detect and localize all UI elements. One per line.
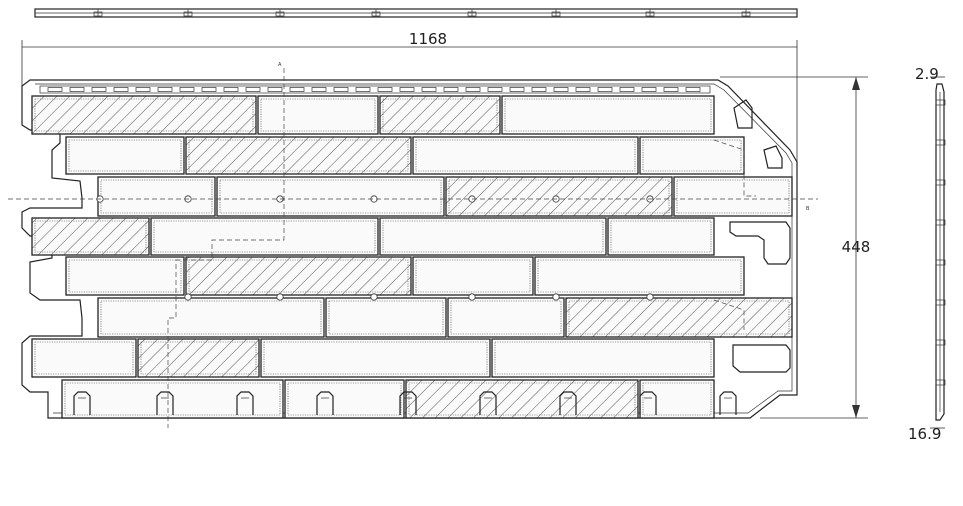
height-dimension: 448 xyxy=(720,76,871,419)
brick xyxy=(31,217,150,256)
brick xyxy=(137,338,260,378)
bottom-clip xyxy=(316,391,334,415)
panel-outline xyxy=(21,79,798,419)
brick xyxy=(565,297,793,338)
brick xyxy=(639,136,745,175)
bottom-clip xyxy=(73,391,91,415)
nail-slot xyxy=(333,87,349,92)
nail-slot xyxy=(311,87,327,92)
bottom-clip xyxy=(719,391,737,415)
brick xyxy=(65,256,185,296)
nail-slot xyxy=(267,87,283,92)
brick xyxy=(534,256,745,296)
brick xyxy=(639,379,715,419)
brick xyxy=(150,217,379,256)
brick xyxy=(673,176,793,217)
brick xyxy=(447,297,565,338)
top-view xyxy=(34,8,798,18)
nail-slot xyxy=(443,87,459,92)
nail-slot xyxy=(619,87,635,92)
nail-slot xyxy=(597,87,613,92)
brick xyxy=(607,217,715,256)
nail-slot xyxy=(575,87,591,92)
brick xyxy=(97,176,216,217)
brick xyxy=(379,217,607,256)
nail-slot xyxy=(223,87,239,92)
nail-slot xyxy=(91,87,107,92)
brick xyxy=(185,256,412,296)
nail-slot xyxy=(509,87,525,92)
nail-slot xyxy=(47,87,63,92)
brick xyxy=(284,379,405,419)
brick xyxy=(65,136,185,175)
fastening-hole xyxy=(184,293,192,301)
brick xyxy=(31,338,137,378)
side-profile: 2.9 16.9 xyxy=(908,65,946,443)
fastening-hole xyxy=(370,293,378,301)
nail-slot xyxy=(245,87,261,92)
brick xyxy=(216,176,445,217)
right-lock-features xyxy=(713,99,791,373)
nail-slot xyxy=(157,87,173,92)
section-lines: A B xyxy=(8,62,818,428)
height-value: 448 xyxy=(842,238,871,256)
bottom-clips xyxy=(73,391,737,415)
brick xyxy=(257,95,379,135)
nail-slot xyxy=(663,87,679,92)
brick xyxy=(185,136,412,175)
nail-slot xyxy=(289,87,305,92)
fastening-hole xyxy=(468,293,476,301)
fastening-hole xyxy=(276,293,284,301)
nail-slot xyxy=(377,87,393,92)
brick xyxy=(260,338,491,378)
fastening-hole xyxy=(552,293,560,301)
nail-slot xyxy=(465,87,481,92)
brick xyxy=(501,95,715,135)
width-dimension: 1168 xyxy=(21,30,798,180)
fastening-hole xyxy=(646,293,654,301)
brick xyxy=(412,256,534,296)
brick xyxy=(31,95,257,135)
nail-slot xyxy=(487,87,503,92)
bottom-clip xyxy=(156,391,174,415)
nail-slot xyxy=(641,87,657,92)
brick xyxy=(379,95,501,135)
brick xyxy=(97,297,325,338)
width-value: 1168 xyxy=(409,30,447,48)
thickness-bottom-value: 16.9 xyxy=(908,425,941,443)
brick-rows xyxy=(31,95,793,419)
nail-slot xyxy=(531,87,547,92)
bottom-clip xyxy=(236,391,254,415)
bottom-clip xyxy=(639,391,657,415)
nail-slot xyxy=(399,87,415,92)
bottom-clip xyxy=(479,391,497,415)
nail-strip xyxy=(39,85,711,94)
nail-slot xyxy=(553,87,569,92)
nail-slot xyxy=(113,87,129,92)
section-label-b: B xyxy=(806,206,810,212)
nail-slot xyxy=(421,87,437,92)
nail-slot xyxy=(179,87,195,92)
brick xyxy=(412,136,639,175)
nail-slot xyxy=(355,87,371,92)
brick xyxy=(445,176,673,217)
brick xyxy=(491,338,715,378)
brick xyxy=(405,379,639,419)
nail-slot xyxy=(685,87,701,92)
nail-slot xyxy=(135,87,151,92)
thickness-top-value: 2.9 xyxy=(915,65,939,83)
nail-slot xyxy=(69,87,85,92)
bottom-clip xyxy=(559,391,577,415)
nail-slot xyxy=(201,87,217,92)
section-label-a: A xyxy=(278,62,282,68)
brick xyxy=(325,297,447,338)
bottom-clip xyxy=(399,391,417,415)
